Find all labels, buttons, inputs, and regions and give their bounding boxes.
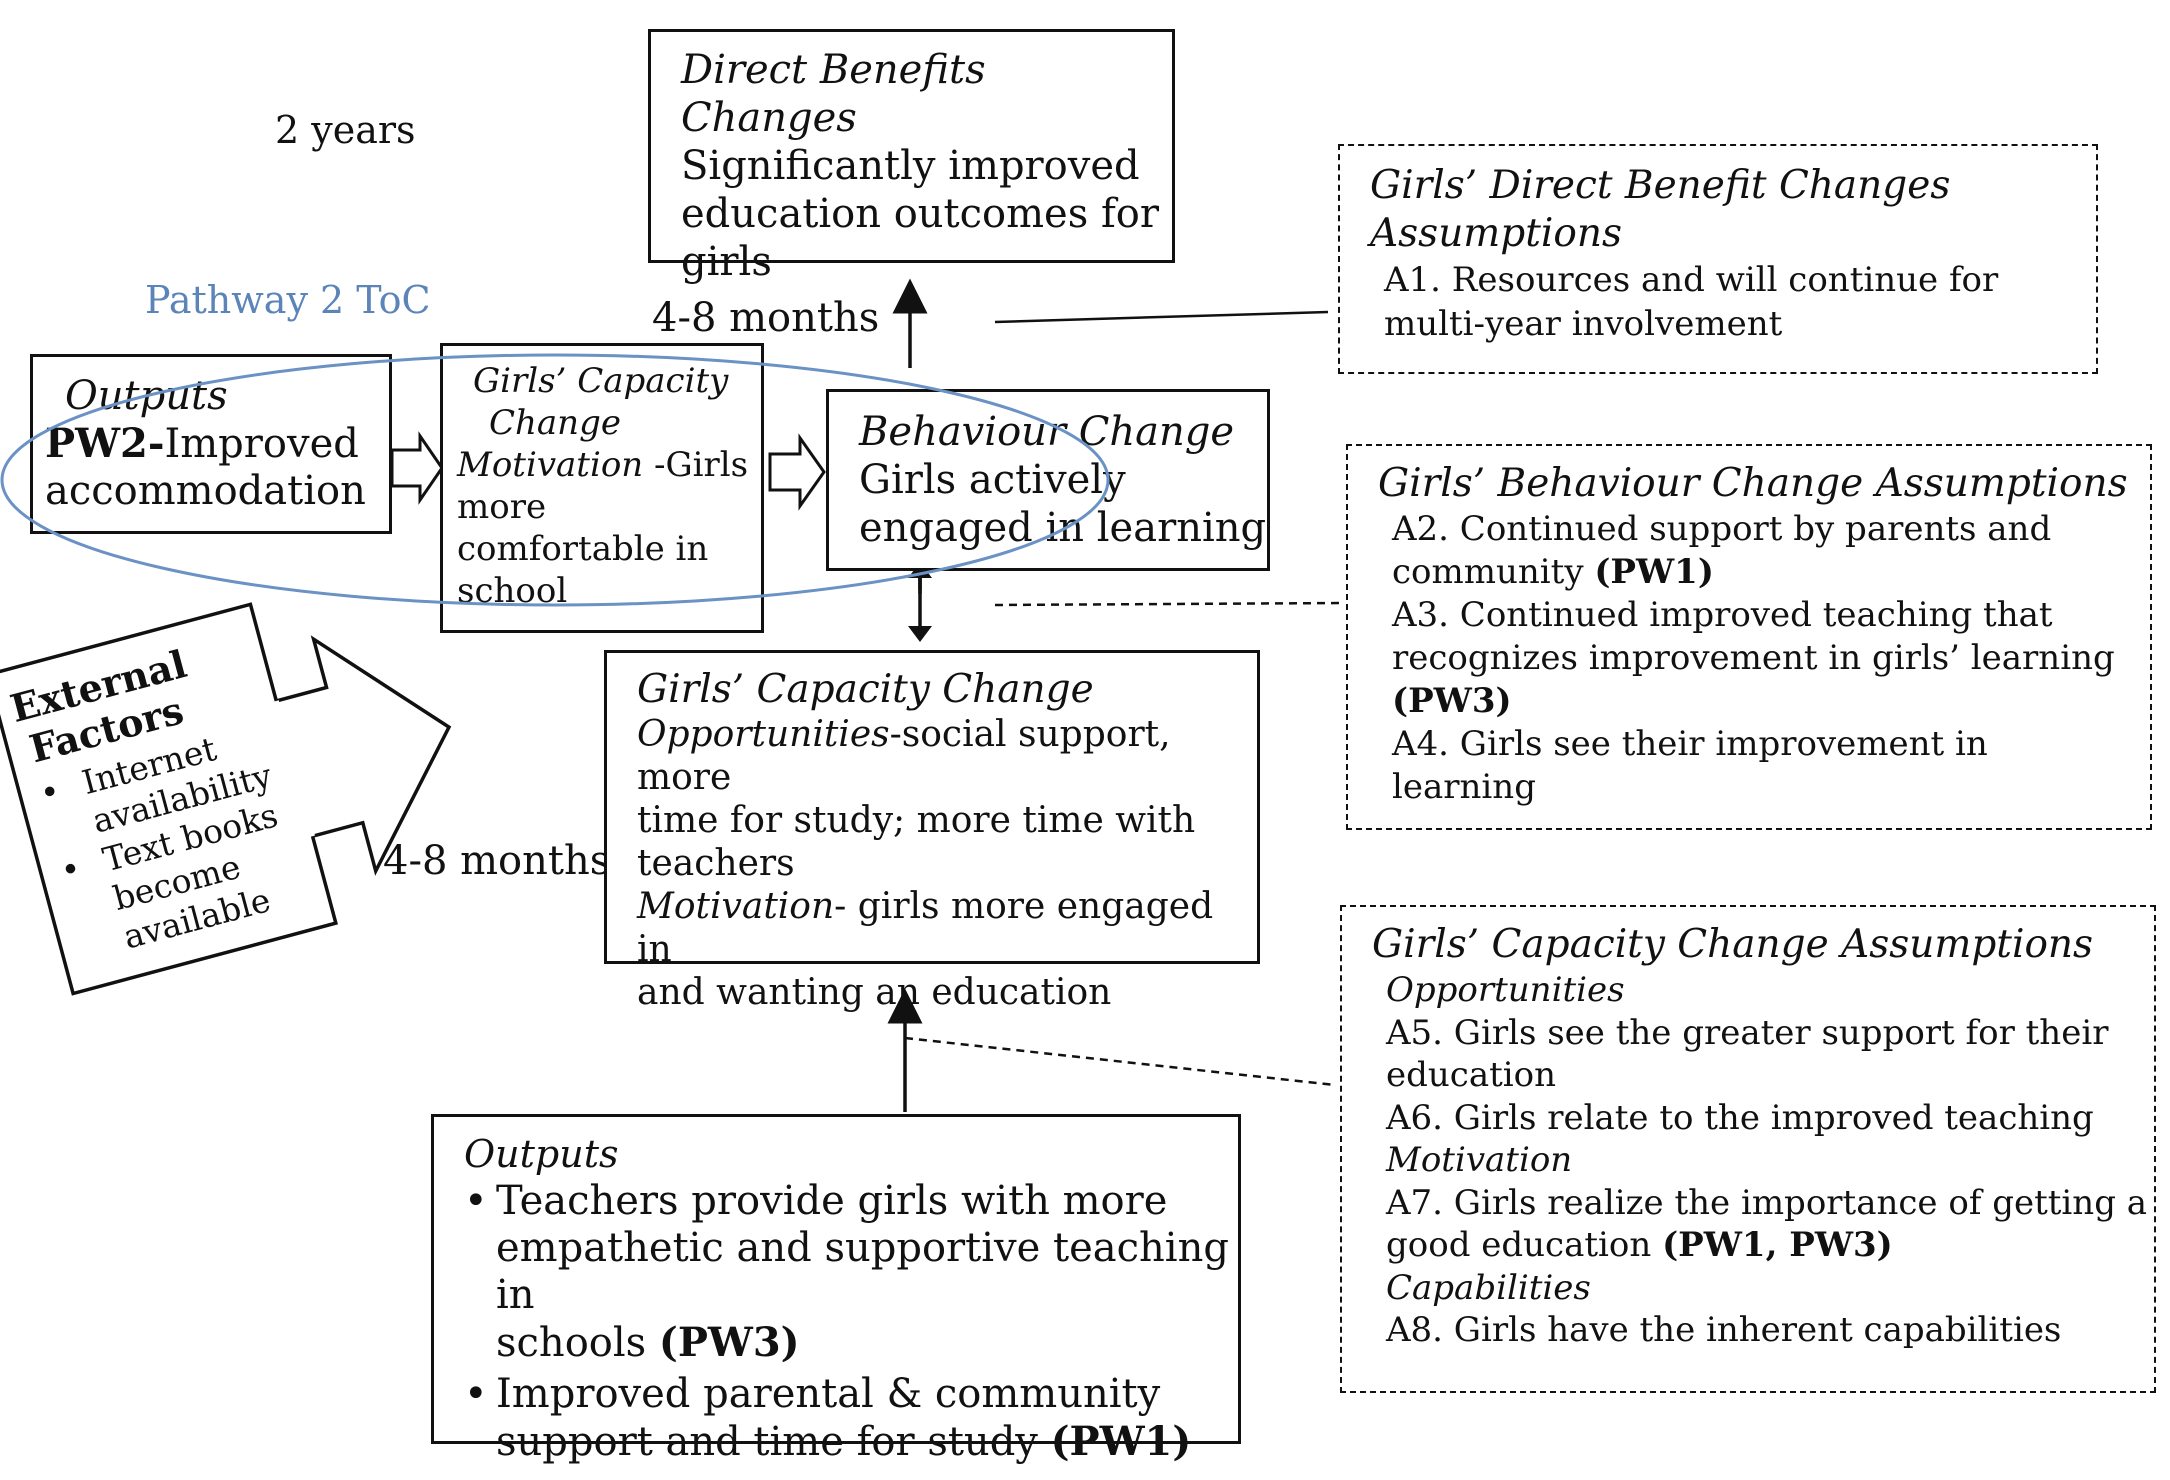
outputs-bottom-box: Outputs • Teachers provide girls with mo…: [431, 1114, 1241, 1465]
capacity-small-line: more: [457, 487, 547, 527]
assumptions-motivation-label: Motivation: [1386, 1140, 1573, 1180]
timeframe-mid: 4-8 months: [383, 838, 611, 884]
assumption-a3-cont: recognizes improvement in girls’ learnin…: [1392, 638, 2115, 678]
capacity-main-mot: Motivation- girls more engaged in: [637, 885, 1257, 971]
behaviour-line: Girls actively: [859, 457, 1126, 503]
capacity-small-motivation: Motivation -Girls: [457, 444, 761, 486]
capacity-main-opp: Opportunities-social support, more: [637, 713, 1257, 799]
behaviour-heading: Behaviour Change: [859, 409, 1234, 455]
assumption-a3: A3. Continued improved teaching that: [1392, 595, 2053, 635]
capacity-main-line: teachers: [637, 843, 795, 884]
assumptions-behaviour-heading: Girls’ Behaviour Change Assumptions: [1378, 461, 2128, 506]
assumptions-capabilities-label: Capabilities: [1386, 1267, 1591, 1308]
pw2-text: Improved: [164, 421, 359, 467]
direct-benefits-line: girls: [681, 239, 772, 285]
behaviour-line: engaged in learning: [859, 505, 1267, 551]
hollow-arrow-2: [768, 433, 826, 511]
assumption-a7-cont: good education (PW1, PW3): [1386, 1225, 1893, 1265]
pathway-title: Pathway 2 ToC: [145, 278, 431, 322]
capacity-main-box: Girls’ Capacity Change Opportunities-soc…: [604, 650, 1260, 1013]
capacity-small-box: Girls’ Capacity Change Motivation -Girls…: [440, 343, 764, 633]
connector-behaviour-assumptions: [994, 601, 1346, 607]
motivation-text: - girls more engaged in: [637, 886, 1214, 970]
assumption-a7: A7. Girls realize the importance of gett…: [1386, 1182, 2148, 1223]
assumption-a8: A8. Girls have the inherent capabilities: [1386, 1310, 2062, 1350]
capacity-main-line: time for study; more time with: [637, 800, 1196, 841]
connector-capacity-assumptions: [904, 1036, 1336, 1087]
motivation-text: -Girls: [643, 445, 749, 485]
assumption-a5: A5. Girls see the greater support for th…: [1386, 1012, 2109, 1053]
hollow-arrow-1: [390, 431, 444, 505]
connector-direct-assumptions: [994, 310, 1329, 324]
assumptions-capacity-heading: Girls’ Capacity Change Assumptions: [1372, 922, 2094, 967]
pw1-tag: (PW1): [1050, 1418, 1192, 1465]
outputs-pw2-line2: accommodation: [45, 468, 366, 514]
capacity-small-heading2: Change: [489, 403, 621, 443]
assumptions-opportunities-label: Opportunities: [1386, 970, 1625, 1010]
assumptions-direct-box: Girls’ Direct Benefit Changes Assumption…: [1338, 144, 2098, 374]
capacity-small-line: comfortable in: [457, 529, 709, 569]
direct-benefits-heading: Direct Benefits Changes: [681, 47, 986, 141]
capacity-main-heading: Girls’ Capacity Change: [637, 667, 1094, 712]
outputs-pw2-line: PW2-Improved: [45, 420, 389, 468]
pw3-tag: (PW3): [658, 1319, 800, 1366]
outputs-pw2-heading: Outputs: [65, 373, 228, 419]
external-arrow-shape: [0, 602, 452, 996]
opportunities-text: -social support, more: [637, 714, 1171, 798]
pw2-code: PW2-: [45, 420, 165, 467]
assumption-a2: A2. Continued support by parents and: [1392, 509, 2052, 549]
assumptions-direct-heading: Girls’ Direct Benefit Changes: [1370, 163, 1951, 208]
assumption-a4: A4. Girls see their improvement in: [1392, 724, 1988, 764]
outputs-bottom-heading: Outputs: [464, 1132, 619, 1176]
outputs-bottom-item-2: • Improved parental & community support …: [464, 1371, 1192, 1465]
direct-benefits-line: education outcomes for: [681, 191, 1159, 237]
assumption-a1-cont: multi-year involvement: [1384, 304, 1783, 344]
assumptions-behaviour-box: Girls’ Behaviour Change Assumptions A2. …: [1346, 444, 2152, 830]
capacity-main-line: and wanting an education: [637, 972, 1112, 1013]
assumptions-direct-heading2: Assumptions: [1370, 211, 1623, 256]
external-factors: External Factors •Internet availability …: [0, 553, 496, 1015]
assumption-a2-cont: community (PW1): [1392, 552, 1714, 592]
timeframe-two-years: 2 years: [275, 108, 416, 152]
assumption-a4-cont: learning: [1392, 767, 1536, 807]
capacity-small-heading: Girls’ Capacity: [473, 361, 729, 401]
outputs-bottom-item-1: • Teachers provide girls with more empat…: [464, 1178, 1229, 1366]
timeframe-top: 4-8 months: [652, 295, 880, 341]
direct-benefits-box: Direct Benefits Changes Significantly im…: [648, 29, 1175, 285]
assumption-a6: A6. Girls relate to the improved teachin…: [1386, 1097, 2094, 1138]
assumption-a5-cont: education: [1386, 1055, 1556, 1095]
opportunities-label: Opportunities: [637, 714, 890, 755]
motivation-label: Motivation: [457, 445, 644, 485]
outputs-pw2-box: Outputs PW2-Improved accommodation: [30, 354, 392, 534]
assumption-a1: A1. Resources and will continue for: [1384, 260, 1999, 300]
behaviour-change-box: Behaviour Change Girls actively engaged …: [826, 389, 1270, 571]
assumptions-capacity-box: Girls’ Capacity Change Assumptions Oppor…: [1340, 905, 2156, 1393]
direct-benefits-line: Significantly improved: [681, 143, 1140, 189]
motivation-label: Motivation: [637, 886, 835, 927]
capacity-small-line: school: [457, 571, 568, 611]
assumption-a3-tag: (PW3): [1392, 681, 1512, 721]
